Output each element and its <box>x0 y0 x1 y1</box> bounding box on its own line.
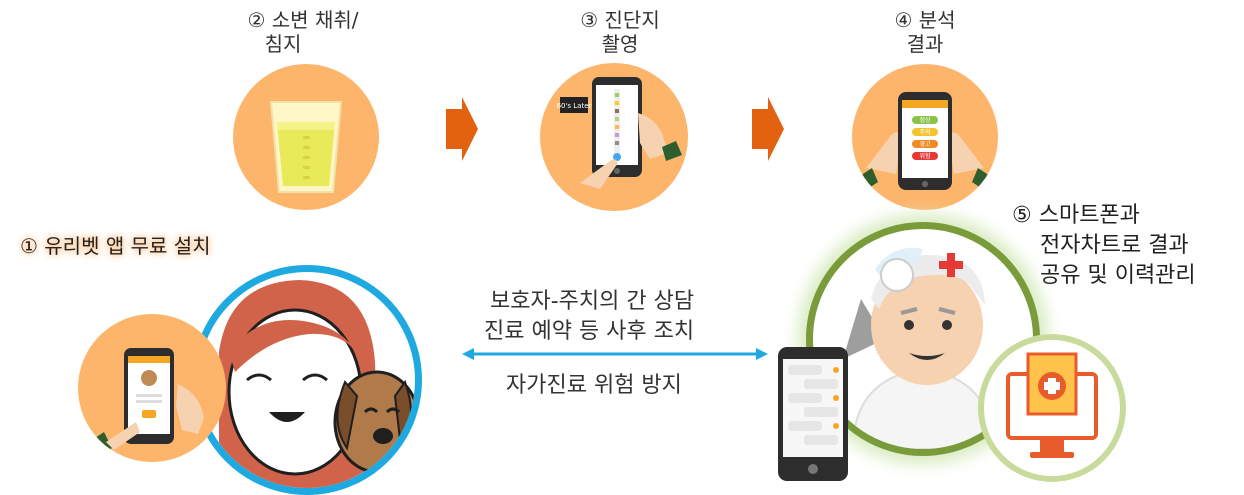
step2-label: ② 소변 채취/ 침지 <box>228 8 378 56</box>
screen-brand-text: 60's Later <box>557 102 592 110</box>
step5-label: ⑤ 스마트폰과 전자차트로 결과 공유 및 이력관리 <box>1012 201 1196 291</box>
owner-with-dog-circle <box>192 265 422 495</box>
step3-label: ③ 진단지 촬영 <box>560 8 680 56</box>
arrow-right-icon <box>752 97 784 161</box>
chat-phone-icon <box>778 347 848 481</box>
result-danger-label: 위험 <box>919 152 930 160</box>
step4-label-line1: ④ 분석 <box>894 8 956 32</box>
double-arrow-icon <box>462 348 768 360</box>
step3-label-line2: 촬영 <box>601 32 639 56</box>
doctor-icon <box>843 247 995 449</box>
step4-label: ④ 분석 결과 <box>865 8 985 56</box>
app-install-circle <box>78 314 226 462</box>
woman-with-dog-icon <box>219 280 415 488</box>
result-caution-label: 주의 <box>919 128 930 136</box>
step5-label-line2: 전자차트로 결과 <box>1040 233 1189 258</box>
phone-capture-icon: 60's Later <box>557 77 682 189</box>
capture-circle: 60's Later <box>540 63 688 211</box>
urine-cup-circle <box>233 64 379 210</box>
step3-label-line1: ③ 진단지 <box>580 8 660 32</box>
result-normal-label: 정상 <box>919 116 931 124</box>
emr-monitor-circle <box>978 334 1126 482</box>
step5-label-line3: 공유 및 이력관리 <box>1040 263 1196 288</box>
step2-label-line2: 침지 <box>264 32 302 56</box>
app-install-phone-icon <box>92 348 204 456</box>
step4-label-line2: 결과 <box>906 32 944 56</box>
result-phone-icon: 정상 주의 경고 위험 <box>860 92 990 190</box>
step1-label: ① 유리벳 앱 무료 설치 <box>20 234 211 258</box>
medical-monitor-icon <box>1006 352 1098 458</box>
step2-label-line1: ② 소변 채취/ <box>247 8 359 32</box>
arrow-right-icon <box>446 97 478 161</box>
urine-cup-icon <box>269 101 343 193</box>
result-circle: 정상 주의 경고 위험 <box>852 64 998 210</box>
step5-label-line1: ⑤ 스마트폰과 <box>1012 203 1140 228</box>
center-line1: 보호자-주치의 간 상담 <box>490 289 695 314</box>
center-line3: 자가진료 위험 방지 <box>506 373 682 398</box>
result-warning-label: 경고 <box>919 141 931 148</box>
center-line2: 진료 예약 등 사후 조치 <box>484 319 695 344</box>
